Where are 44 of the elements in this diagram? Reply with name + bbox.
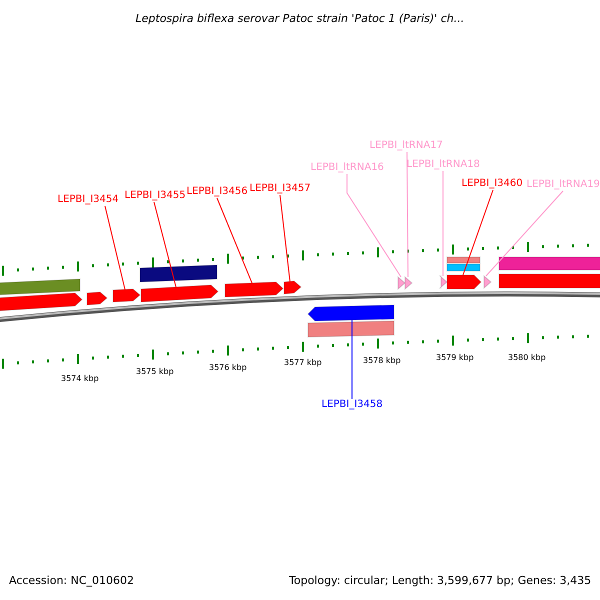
gene-label: LEPBI_I3458: [322, 399, 383, 411]
gene-feature: [498, 256, 600, 270]
gene-feature: [0, 292, 83, 312]
gene-feature: [140, 264, 218, 283]
gene-feature: [404, 276, 413, 290]
leader-line: [442, 170, 444, 276]
gene-label: LEPBI_ltRNA19: [526, 179, 600, 191]
axis-label: 3579 kbp: [436, 352, 474, 364]
leader-line: [406, 152, 408, 278]
axis-label: 3580 kbp: [508, 352, 546, 364]
gene-label: LEPBI_ltRNA17: [370, 140, 443, 152]
gene-label: LEPBI_I3457: [250, 183, 311, 195]
gene-feature: [112, 288, 141, 303]
gene-feature: [446, 264, 480, 272]
title: Leptospira biflexa serovar Patoc strain 'Patoc 1 (Paris)' ch...: [136, 13, 464, 25]
footer-text: Topology: circular; Length: 3,599,677 bp; Genes: 3,435: [289, 574, 592, 588]
gene-feature: [86, 291, 108, 306]
leader-line: [346, 174, 402, 278]
footer-text: Accession: NC_010602: [9, 574, 134, 588]
gene-feature: [308, 320, 394, 338]
gene-feature: [307, 304, 394, 322]
axis-label: 3576 kbp: [209, 362, 247, 374]
gene-label: LEPBI_ltRNA18: [406, 159, 480, 171]
gene-label: LEPBI_I3460: [462, 178, 523, 190]
leader-line: [154, 202, 176, 288]
gene-label: LEPBI_I3454: [58, 194, 119, 206]
gene-feature: [498, 274, 600, 288]
gene-feature: [0, 278, 80, 296]
gene-label: LEPBI_I3456: [186, 186, 248, 198]
leader-line: [462, 190, 494, 276]
axis-label: 3574 kbp: [61, 373, 99, 385]
gene-feature: [446, 274, 482, 290]
leader-line: [486, 190, 564, 276]
leader-line: [280, 194, 290, 282]
gene-feature: [398, 276, 406, 290]
gene-feature: [446, 256, 480, 264]
leader-line: [104, 206, 126, 290]
gene-label: LEPBI_ltRNA16: [310, 162, 384, 174]
leader-line: [216, 198, 252, 284]
axis-label: 3577 kbp: [284, 357, 322, 369]
gene-feature: [284, 280, 302, 295]
axis-label: 3578 kbp: [363, 355, 401, 367]
axis-label: 3575 kbp: [136, 366, 174, 378]
gene-label: LEPBI_I3455: [124, 190, 186, 202]
